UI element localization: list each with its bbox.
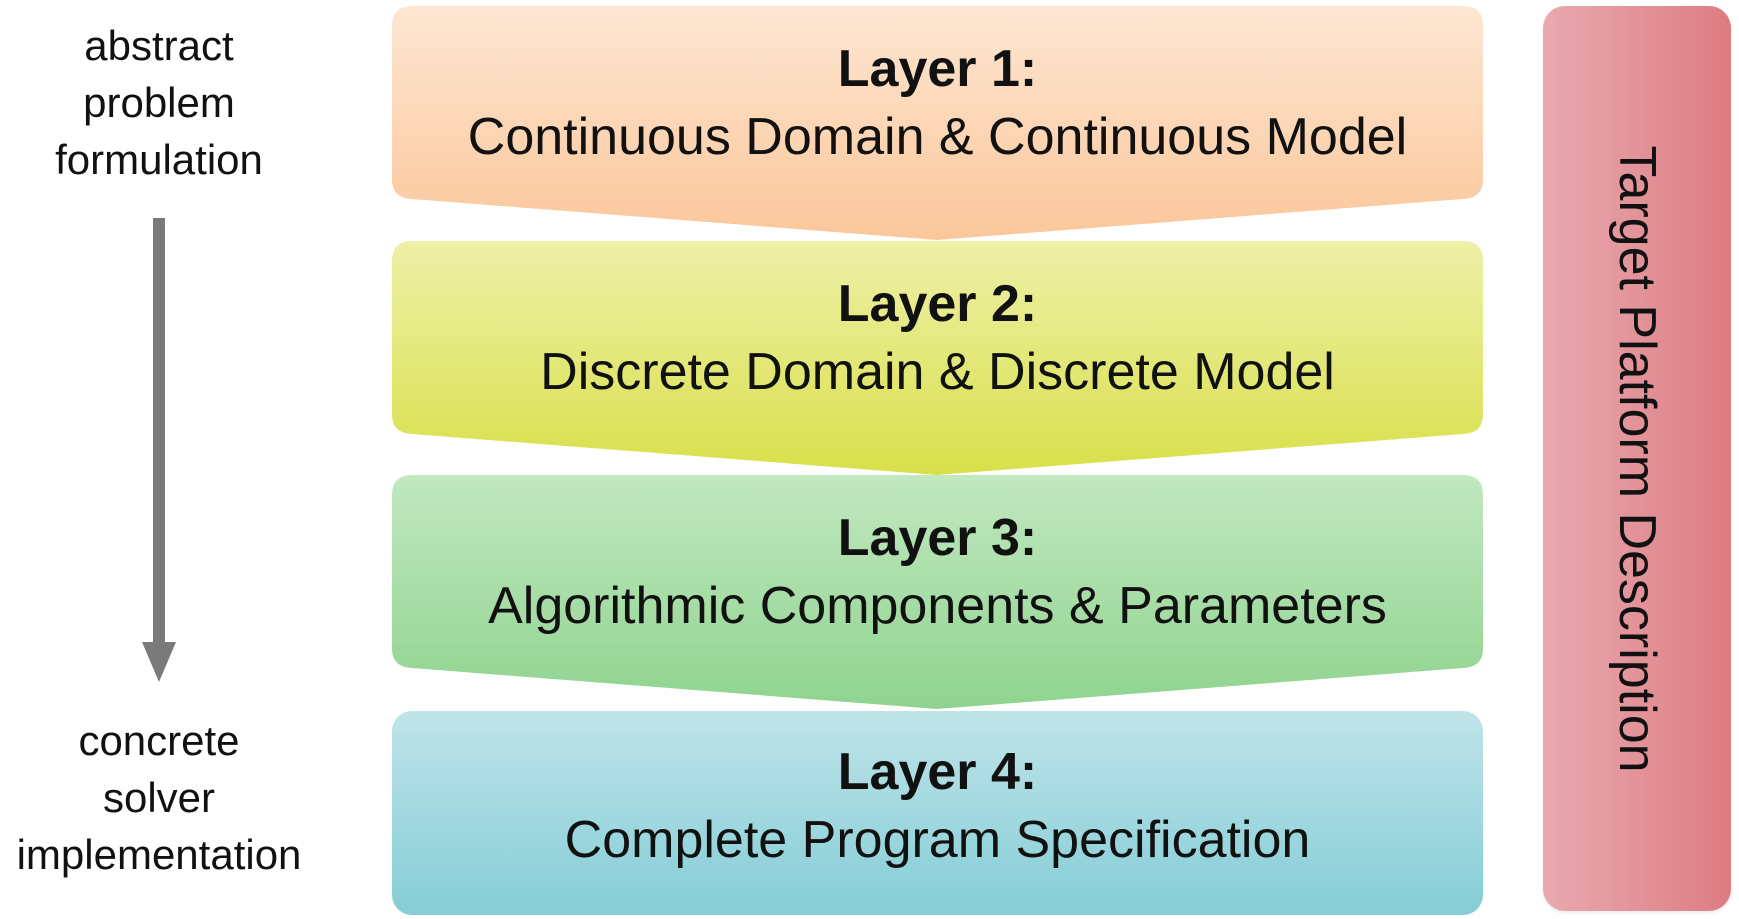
layer-2-chevron: [392, 241, 1483, 475]
label-line: concrete: [78, 717, 240, 764]
arrow-head: [142, 642, 176, 682]
label-line: solver: [102, 774, 216, 821]
label-line: problem: [83, 79, 235, 126]
layer-3-description: Algorithmic Components & Parameters: [488, 577, 1387, 635]
layer-3-block: Layer 3: Algorithmic Components & Parame…: [392, 475, 1483, 709]
layer-1-title: Layer 1:: [837, 40, 1038, 98]
layer-3-shape: [392, 475, 1483, 709]
layer-4-title: Layer 4:: [837, 743, 1038, 801]
target-platform-bar: Target Platform Description: [1543, 6, 1731, 911]
layer-2-title: Layer 2:: [837, 275, 1038, 333]
arrow-shaft: [153, 218, 165, 646]
abstract-formulation-label: abstract problem formulation: [0, 17, 318, 188]
layer-2-description: Discrete Domain & Discrete Model: [540, 343, 1335, 401]
label-line: formulation: [55, 136, 263, 183]
layer-1-chevron: [392, 6, 1483, 240]
layer-1-block: Layer 1: Continuous Domain & Continuous …: [392, 6, 1483, 240]
layer-1-description: Continuous Domain & Continuous Model: [467, 108, 1408, 166]
layer-1-shape: [392, 6, 1483, 240]
layer-2-shape: [392, 241, 1483, 475]
layer-3-chevron: [392, 475, 1483, 709]
label-line: abstract: [84, 22, 234, 69]
label-line: implementation: [16, 831, 302, 878]
layer-4-block: Layer 4: Complete Program Specification: [392, 709, 1483, 915]
target-platform-label: Target Platform Description: [1608, 144, 1666, 773]
layer-2-block: Layer 2: Discrete Domain & Discrete Mode…: [392, 241, 1483, 475]
layer-4-shape: [392, 711, 1483, 915]
layer-3-title: Layer 3:: [837, 509, 1038, 567]
layer-4-rect: [392, 711, 1483, 915]
layer-4-description: Complete Program Specification: [564, 811, 1311, 869]
concrete-implementation-label: concrete solver implementation: [0, 712, 318, 883]
